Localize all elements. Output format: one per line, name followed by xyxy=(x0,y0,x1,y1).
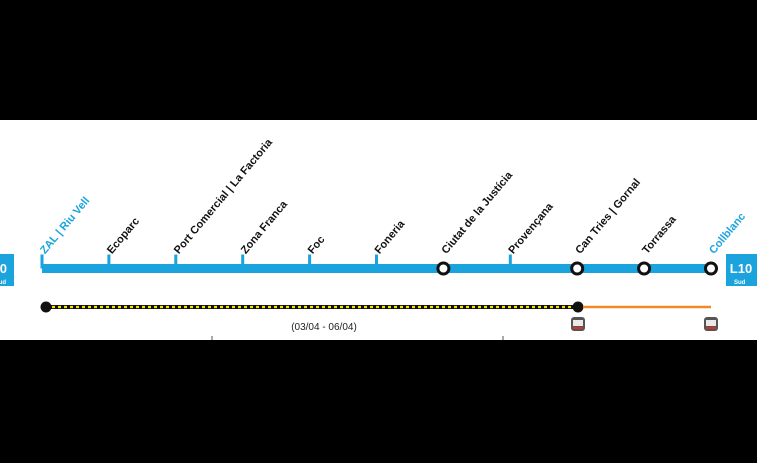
station-tick xyxy=(241,254,245,269)
station-tick xyxy=(107,254,111,269)
line-badge-left-code: L10 xyxy=(0,261,7,276)
station-label: Foneria xyxy=(373,218,408,257)
closure-end-dot xyxy=(572,301,584,313)
station-label: Ciutat de la Justícia xyxy=(440,169,516,257)
interchange-marker xyxy=(704,261,718,276)
station-tick xyxy=(174,254,178,269)
line-badge-right-sub: Sud xyxy=(734,280,746,286)
station-label: Ecoparc xyxy=(105,215,142,256)
station-label: Provençana xyxy=(506,200,556,256)
station-label: Zona Franca xyxy=(239,198,291,256)
line-badge-left-sub: Sud xyxy=(0,280,6,286)
station-label: Can Tries | Gornal xyxy=(573,177,643,257)
terminal-tick xyxy=(40,254,44,269)
interchange-marker xyxy=(637,261,652,276)
station-label: Collblanc xyxy=(707,211,748,257)
closure-start-dot xyxy=(40,301,52,313)
line-badge-right-code: L10 xyxy=(730,261,752,276)
station-ticks xyxy=(40,254,718,276)
closure-segment xyxy=(40,301,584,313)
station-label: ZAL | Riu Vell xyxy=(38,195,92,256)
station-tick xyxy=(308,254,312,269)
closure-dates: (03/04 - 06/04) xyxy=(291,322,357,333)
station-tick xyxy=(375,254,378,269)
line-badge-right: L10 Sud xyxy=(726,254,757,286)
station-label: Foc xyxy=(306,234,328,257)
interchange-marker xyxy=(436,261,451,276)
line-badge-left: L10 Sud xyxy=(0,254,14,286)
station-label: Torrassa xyxy=(640,213,679,256)
bus-icon xyxy=(571,317,585,331)
bus-icon xyxy=(704,317,718,331)
interchange-marker xyxy=(570,261,585,276)
station-tick xyxy=(508,254,512,269)
